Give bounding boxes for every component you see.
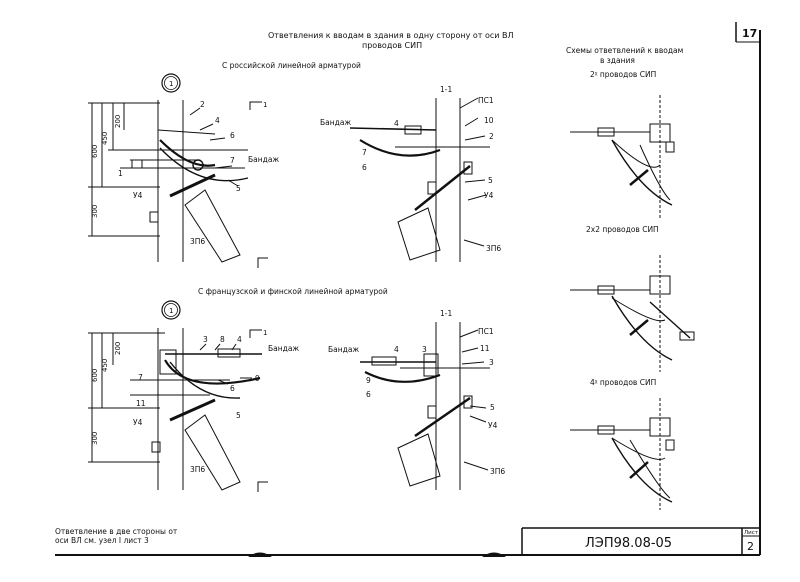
- label-u4-4: У4: [488, 421, 498, 430]
- scheme-label-2: 2х2 проводов СИП: [586, 225, 659, 234]
- french-front-view: [88, 328, 268, 492]
- scheme-diagram-2: [570, 255, 695, 372]
- callout-6d: 6: [366, 390, 371, 399]
- cut-mark-bottom: 1: [263, 329, 267, 337]
- french-section-labels: 1-1 ПС1 11 3 4 3 9 6 5 У4 3П6 Бандаж: [328, 309, 505, 476]
- dim-600-bottom: 600: [91, 369, 99, 382]
- scheme-diagram-3: [570, 398, 675, 510]
- callout-11b: 11: [480, 344, 490, 353]
- label-u4-2: У4: [484, 191, 494, 200]
- callout-5d: 5: [490, 403, 495, 412]
- callout-3: 3: [203, 335, 208, 344]
- callout-2b: 2: [489, 132, 494, 141]
- label-u4-1: У4: [133, 191, 143, 200]
- title-block: [521, 527, 760, 555]
- french-front-labels: 450 200 600 300 1 3 8 4 7 6 9 5 11 Банда…: [91, 329, 299, 474]
- callout-7: 7: [230, 156, 235, 165]
- callout-4d: 4: [394, 345, 399, 354]
- dim-450-bottom: 450: [101, 359, 109, 372]
- callout-8: 8: [220, 335, 225, 344]
- label-bandage-4: Бандаж: [328, 345, 359, 354]
- svg-text:1: 1: [169, 80, 173, 88]
- dim-300-top: 300: [91, 205, 99, 218]
- binding-marks: [248, 552, 506, 557]
- callout-3b: 3: [489, 358, 494, 367]
- russian-front-labels: 450 200 600 300 1 2 4 6 7 5 1 Бандаж У4 …: [91, 100, 279, 246]
- callout-7c: 7: [138, 373, 143, 382]
- footnote-line2: оси ВЛ см. узел I лист 3: [55, 536, 149, 545]
- section-mark-top: 1-1: [440, 85, 452, 94]
- section-mark-bottom: 1-1: [440, 309, 452, 318]
- dim-200-bottom: 200: [114, 342, 122, 355]
- label-zp6-2: 3П6: [486, 244, 501, 253]
- svg-text:1: 1: [169, 307, 173, 315]
- french-section-view: [360, 322, 490, 490]
- main-title-line1: Ответвления к вводам в здания в одну сто…: [268, 31, 514, 40]
- dim-200-top: 200: [114, 115, 122, 128]
- stamp-code: ЛЭП98.08-05: [585, 536, 672, 551]
- label-bandage-3: Бандаж: [268, 344, 299, 353]
- label-zp6-1: 3П6: [190, 237, 205, 246]
- label-zp6-4: 3П6: [490, 467, 505, 476]
- node-marker-bottom: 1: [161, 300, 181, 320]
- sheet-frame: [55, 22, 761, 556]
- dim-600-top: 600: [91, 145, 99, 158]
- callout-10: 10: [484, 116, 494, 125]
- label-bandage-1: Бандаж: [248, 155, 279, 164]
- cut-mark-top: 1: [263, 101, 267, 109]
- callout-4: 4: [215, 116, 220, 125]
- callout-1: 1: [118, 169, 123, 178]
- scheme-label-1: 2ᵡ проводов СИП: [590, 70, 656, 79]
- scheme-label-3: 4ᵡ проводов СИП: [590, 378, 656, 387]
- callout-6b: 6: [362, 163, 367, 172]
- node-marker-top: 1: [161, 73, 181, 93]
- dim-300-bottom: 300: [91, 432, 99, 445]
- section-french-title: С французской и финской линейной арматур…: [198, 287, 388, 296]
- callout-6: 6: [230, 131, 235, 140]
- dim-450-top: 450: [101, 132, 109, 145]
- section-russian-title: С российской линейной арматурой: [222, 61, 361, 70]
- schemes-title-line2: в здания: [600, 56, 635, 65]
- callout-5c: 5: [236, 411, 241, 420]
- stamp-sheet-number: 2: [747, 540, 754, 553]
- label-pc1-2: ПС1: [478, 327, 494, 336]
- label-pc1-1: ПС1: [478, 96, 494, 105]
- callout-6c: 6: [230, 384, 235, 393]
- callout-5: 5: [236, 184, 241, 193]
- scheme-diagram-1: [570, 95, 675, 220]
- callout-4c: 4: [237, 335, 242, 344]
- stamp-sheet-label: Лист: [744, 530, 759, 536]
- russian-section-labels: 1-1 ПС1 10 2 4 7 6 5 У4 3П6 Бандаж: [320, 85, 501, 253]
- footnote-line1: Ответвление в две стороны от: [55, 527, 178, 536]
- callout-7b: 7: [362, 148, 367, 157]
- label-zp6-3: 3П6: [190, 465, 205, 474]
- callout-5b: 5: [488, 176, 493, 185]
- page-number: 17: [742, 27, 757, 40]
- callout-2: 2: [200, 100, 205, 109]
- callout-4b: 4: [394, 119, 399, 128]
- label-bandage-2: Бандаж: [320, 118, 351, 127]
- schemes-title-line1: Схемы ответвлений к вводам: [566, 46, 683, 55]
- russian-section-view: [349, 97, 490, 262]
- callout-11: 11: [136, 399, 146, 408]
- callout-9: 9: [255, 374, 260, 383]
- russian-front-view: [88, 100, 268, 268]
- label-u4-3: У4: [133, 418, 143, 427]
- callout-3c: 3: [422, 345, 427, 354]
- main-title-line2: проводов СИП: [362, 41, 422, 50]
- callout-9b: 9: [366, 376, 371, 385]
